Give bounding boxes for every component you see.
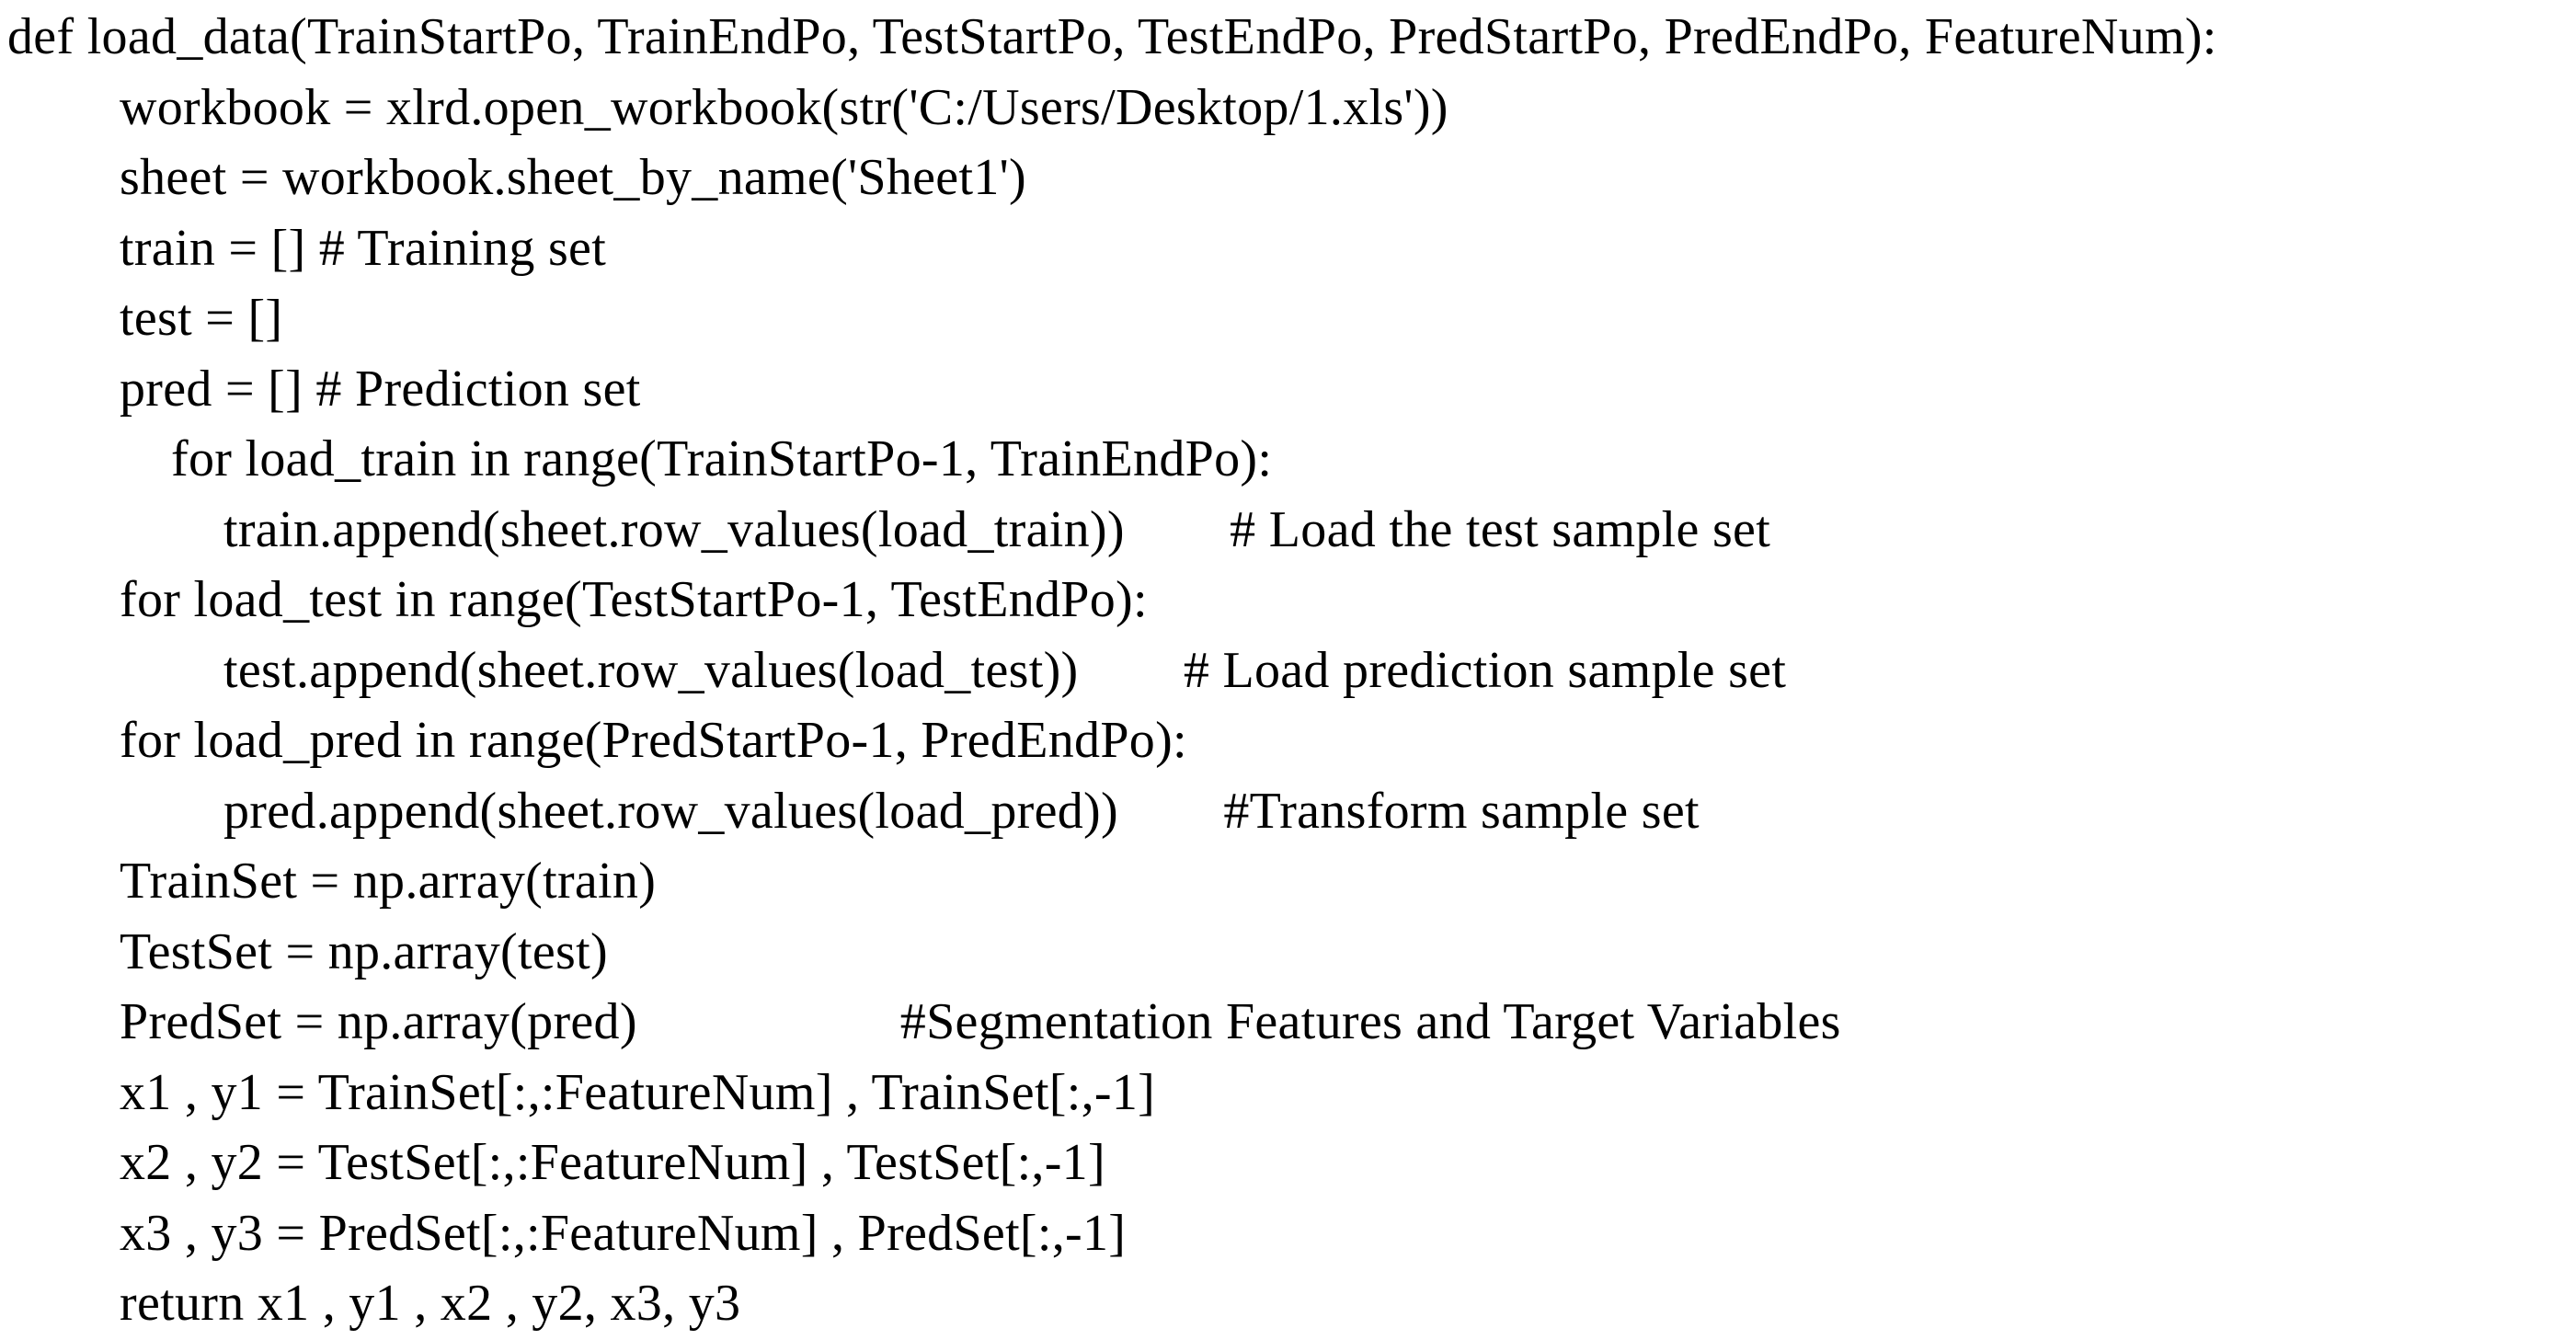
code-comment: # Prediction set xyxy=(303,360,641,418)
code-line: TrainSet = np.array(train) xyxy=(0,846,2576,917)
code-text: test.append(sheet.row_values(load_test)) xyxy=(223,641,1079,699)
code-line: PredSet = np.array(pred) #Segmentation F… xyxy=(0,987,2576,1058)
code-line: x2 , y2 = TestSet[:,:FeatureNum] , TestS… xyxy=(0,1128,2576,1198)
code-line: return x1 , y1 , x2 , y2, x3, y3 xyxy=(0,1268,2576,1339)
code-text: train = [] xyxy=(120,219,306,277)
code-text: for load_test in range(TestStartPo-1, Te… xyxy=(120,571,1148,628)
code-text: pred = [] xyxy=(120,360,303,418)
code-line: train.append(sheet.row_values(load_train… xyxy=(0,495,2576,566)
code-line: for load_train in range(TrainStartPo-1, … xyxy=(0,424,2576,495)
code-line: def load_data(TrainStartPo, TrainEndPo, … xyxy=(0,2,2576,73)
code-line: workbook = xlrd.open_workbook(str('C:/Us… xyxy=(0,73,2576,143)
code-text: return x1 , y1 , x2 , y2, x3, y3 xyxy=(120,1275,741,1332)
code-text: sheet = workbook.sheet_by_name('Sheet1') xyxy=(120,149,1026,206)
code-comment: #Segmentation Features and Target Variab… xyxy=(636,993,1841,1050)
code-line: TestSet = np.array(test) xyxy=(0,917,2576,988)
code-comment: # Training set xyxy=(305,219,607,277)
code-text: TestSet = np.array(test) xyxy=(120,922,608,980)
code-line: train = [] # Training set xyxy=(0,213,2576,284)
code-text: def load_data(TrainStartPo, TrainEndPo, … xyxy=(7,8,2217,65)
code-line: pred.append(sheet.row_values(load_pred))… xyxy=(0,776,2576,847)
code-line: for load_test in range(TestStartPo-1, Te… xyxy=(0,565,2576,636)
code-comment: #Transform sample set xyxy=(1117,782,1700,840)
code-text: x2 , y2 = TestSet[:,:FeatureNum] , TestS… xyxy=(120,1134,1105,1191)
code-text: for load_pred in range(PredStartPo-1, Pr… xyxy=(120,712,1187,769)
code-text: for load_train in range(TrainStartPo-1, … xyxy=(171,430,1273,487)
code-text: TrainSet = np.array(train) xyxy=(120,853,657,910)
code-text: x3 , y3 = PredSet[:,:FeatureNum] , PredS… xyxy=(120,1204,1127,1262)
code-text: pred.append(sheet.row_values(load_pred)) xyxy=(223,782,1118,840)
code-text: x1 , y1 = TrainSet[:,:FeatureNum] , Trai… xyxy=(120,1063,1156,1121)
code-line: test.append(sheet.row_values(load_test))… xyxy=(0,636,2576,706)
code-line: x1 , y1 = TrainSet[:,:FeatureNum] , Trai… xyxy=(0,1058,2576,1128)
code-comment: # Load prediction sample set xyxy=(1078,641,1787,699)
code-text: workbook = xlrd.open_workbook(str('C:/Us… xyxy=(120,78,1448,136)
code-text: PredSet = np.array(pred) xyxy=(120,993,637,1050)
code-line: x3 , y3 = PredSet[:,:FeatureNum] , PredS… xyxy=(0,1198,2576,1269)
code-line: for load_pred in range(PredStartPo-1, Pr… xyxy=(0,705,2576,776)
code-line: test = [] xyxy=(0,283,2576,354)
code-line: pred = [] # Prediction set xyxy=(0,354,2576,425)
code-text: test = [] xyxy=(120,290,283,347)
code-comment: # Load the test sample set xyxy=(1124,500,1771,558)
code-line: sheet = workbook.sheet_by_name('Sheet1') xyxy=(0,143,2576,213)
code-text: train.append(sheet.row_values(load_train… xyxy=(223,500,1125,558)
